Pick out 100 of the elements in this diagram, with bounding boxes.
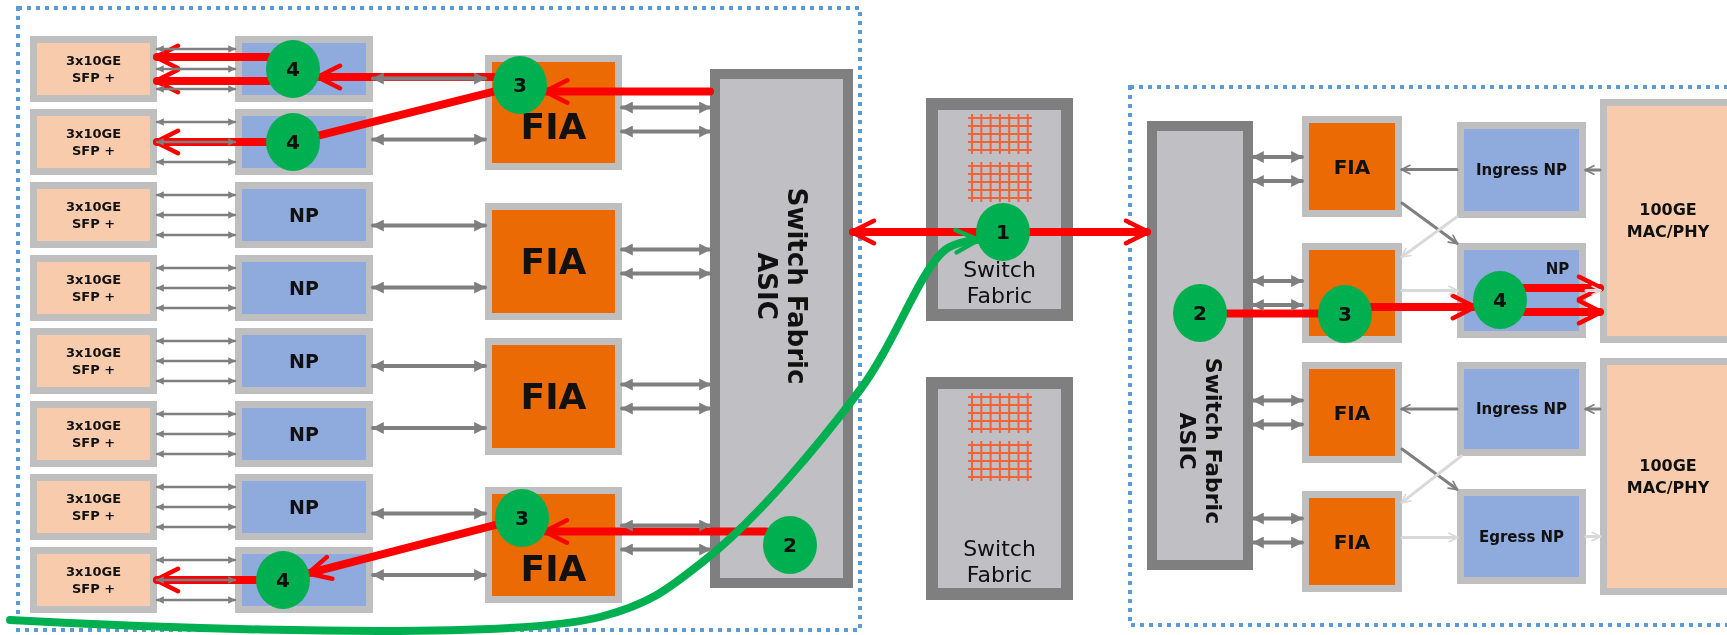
- np-label: NP: [289, 204, 319, 226]
- module-label: 3x10GE SFP +: [64, 563, 123, 597]
- np-box: [1457, 489, 1586, 584]
- np-label: Ingress NP: [1475, 400, 1568, 418]
- arrow: [1400, 403, 1459, 415]
- module-label: 3x10GE SFP +: [64, 52, 123, 86]
- fia-label: FIA: [520, 241, 587, 282]
- sfp-module: [30, 474, 157, 540]
- double-arrow: [371, 219, 487, 232]
- arrow: [1584, 531, 1602, 542]
- double-arrow: [371, 281, 487, 294]
- sfp-module: [30, 547, 157, 613]
- mac-phy-block: [1600, 358, 1727, 595]
- sfp-module: [30, 401, 157, 467]
- np-box: [235, 328, 373, 394]
- double-arrow: [155, 503, 237, 511]
- double-arrow: [155, 264, 237, 272]
- double-arrow: [1251, 394, 1304, 407]
- np-box: [1457, 362, 1586, 456]
- double-arrow: [155, 337, 237, 345]
- double-arrow: [620, 125, 712, 138]
- sfp-module: [30, 109, 157, 175]
- double-arrow: [371, 422, 487, 434]
- fia-box: [1302, 116, 1402, 217]
- mac-phy-label: 100GE MAC/PHY: [1625, 454, 1711, 499]
- asic-label: Switch Fabric ASIC: [1174, 356, 1226, 526]
- double-arrow: [371, 569, 487, 581]
- double-arrow: [155, 556, 237, 564]
- flow-arrow: [1520, 274, 1604, 302]
- fia-label: FIA: [520, 376, 587, 417]
- arrow: [1584, 164, 1602, 176]
- fia-box: [485, 338, 622, 455]
- arrow: [1400, 201, 1459, 245]
- np-label: NP: [289, 423, 319, 445]
- double-arrow: [620, 519, 712, 532]
- np-label: NP: [289, 350, 319, 372]
- np-label: NP: [289, 277, 319, 299]
- double-arrow: [155, 357, 237, 365]
- step-marker: 4: [1473, 271, 1527, 329]
- fia-label: FIA: [1333, 154, 1371, 179]
- double-arrow: [620, 402, 712, 415]
- np-box: [235, 182, 373, 248]
- double-arrow: [1251, 175, 1304, 187]
- module-label: 3x10GE SFP +: [64, 344, 123, 378]
- np-box: [235, 255, 373, 321]
- mac-phy-block: [1600, 99, 1727, 343]
- module-label: 3x10GE SFP +: [64, 125, 123, 159]
- sfp-module: [30, 255, 157, 321]
- double-arrow: [155, 118, 237, 126]
- step-marker: 3: [495, 489, 549, 547]
- double-arrow: [371, 133, 487, 146]
- double-arrow: [371, 507, 487, 520]
- double-arrow: [155, 576, 237, 584]
- double-arrow: [155, 191, 237, 199]
- double-arrow: [155, 158, 237, 166]
- double-arrow: [155, 138, 237, 146]
- fia-label: FIA: [520, 549, 587, 589]
- step-marker: 3: [493, 56, 547, 114]
- sfp-module: [30, 36, 157, 102]
- sfp-module: [30, 182, 157, 248]
- arrow: [1400, 164, 1459, 175]
- double-arrow: [155, 304, 237, 312]
- double-arrow: [371, 360, 487, 372]
- module-label: 3x10GE SFP +: [64, 490, 123, 524]
- double-arrow: [155, 410, 237, 418]
- arrow: [1400, 215, 1459, 259]
- arrow: [1400, 447, 1459, 491]
- np-label: Egress NP: [1478, 527, 1565, 546]
- step-marker: 3: [1318, 285, 1372, 343]
- double-arrow: [155, 85, 237, 93]
- asic-label: Switch Fabric ASIC: [751, 186, 812, 386]
- module-label: 3x10GE SFP +: [64, 417, 123, 451]
- double-arrow: [155, 231, 237, 239]
- double-arrow: [155, 450, 237, 458]
- double-arrow: [155, 284, 237, 292]
- double-arrow: [155, 596, 237, 604]
- arrow: [1400, 454, 1463, 504]
- step-marker: 4: [266, 40, 320, 98]
- fia-box: [1302, 491, 1402, 592]
- fia-label: FIA: [1333, 400, 1371, 425]
- fabric-label: Switch Fabric: [962, 535, 1037, 588]
- step-marker: 2: [763, 516, 817, 574]
- module-label: 3x10GE SFP +: [64, 271, 123, 305]
- double-arrow: [155, 45, 237, 53]
- np-label: NP: [289, 496, 319, 518]
- double-arrow: [620, 267, 712, 280]
- flow-arrow: [153, 67, 273, 95]
- double-arrow: [1251, 299, 1304, 311]
- switch-fabric-card: [926, 98, 1073, 321]
- double-arrow: [1251, 275, 1304, 287]
- fia-label: FIA: [1333, 529, 1371, 554]
- arrow: [1400, 532, 1459, 543]
- np-box: [1457, 122, 1586, 218]
- np-box: [235, 401, 373, 467]
- step-marker: 4: [266, 113, 320, 171]
- flow-arrow: [1520, 298, 1604, 326]
- fia-box: [485, 487, 622, 603]
- double-arrow: [155, 523, 237, 531]
- double-arrow: [155, 377, 237, 385]
- double-arrow: [1251, 418, 1304, 431]
